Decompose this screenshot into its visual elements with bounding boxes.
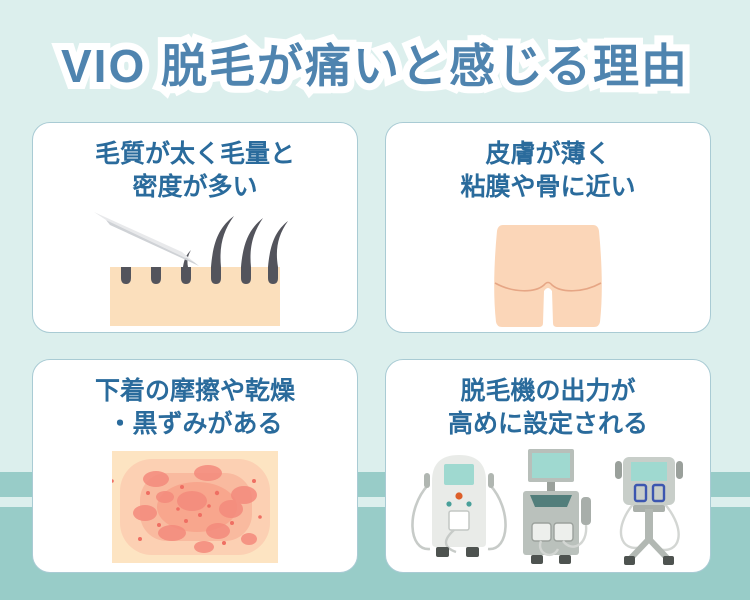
- reason-card-machine-output: 脱毛機の出力が 高めに設定される: [385, 359, 711, 573]
- page-title: VIO 脱毛が痛いと感じる理由 VIO 脱毛が痛いと感じる理由: [0, 28, 750, 108]
- machine-left: [411, 455, 507, 557]
- page-title-outline: VIO 脱毛が痛いと感じる理由: [54, 33, 694, 99]
- machine-middle: [523, 449, 591, 564]
- card-heading: 毛質が太く毛量と 密度が多い: [33, 138, 357, 204]
- machine-right: [615, 457, 683, 565]
- card-heading-line1: 下着の摩擦や乾燥: [94, 377, 295, 405]
- buttocks-shape: [494, 225, 602, 327]
- card-heading: 脱毛機の出力が 高めに設定される: [386, 375, 710, 441]
- card-heading: 皮膚が薄く 粘膜や骨に近い: [386, 138, 710, 204]
- skin-block: [110, 267, 280, 326]
- razor-blade: [94, 212, 199, 266]
- hair-roots: [121, 267, 278, 284]
- card-heading: 下着の摩擦や乾燥 ・黒ずみがある: [33, 375, 357, 441]
- card-heading-line2: 粘膜や骨に近い: [460, 173, 636, 201]
- card-heading-line2: ・黒ずみがある: [107, 410, 283, 438]
- card-heading-line1: 脱毛機の出力が: [460, 377, 636, 405]
- irritated-skin-illustration: [112, 451, 278, 563]
- card-heading-line1: 皮膚が薄く: [485, 140, 611, 168]
- hairs-above-skin: [183, 216, 288, 267]
- red-blotches: [133, 465, 257, 553]
- skin-hair-razor-illustration: [94, 212, 288, 326]
- card-heading-line2: 高めに設定される: [447, 410, 648, 438]
- reason-card-thin-skin: 皮膚が薄く 粘膜や骨に近い: [385, 122, 711, 333]
- page-title-text: VIO 脱毛が痛いと感じる理由: [60, 40, 690, 92]
- red-dots: [112, 479, 262, 545]
- buttocks-crease-line: [494, 281, 602, 292]
- reason-card-friction-darkening: 下着の摩擦や乾燥 ・黒ずみがある: [32, 359, 358, 573]
- card-heading-line2: 密度が多い: [132, 173, 258, 201]
- reason-card-hair-density: 毛質が太く毛量と 密度が多い: [32, 122, 358, 333]
- buttocks-illustration: [494, 225, 602, 327]
- hair-removal-machines-illustration: [411, 449, 683, 565]
- card-heading-line1: 毛質が太く毛量と: [94, 140, 295, 168]
